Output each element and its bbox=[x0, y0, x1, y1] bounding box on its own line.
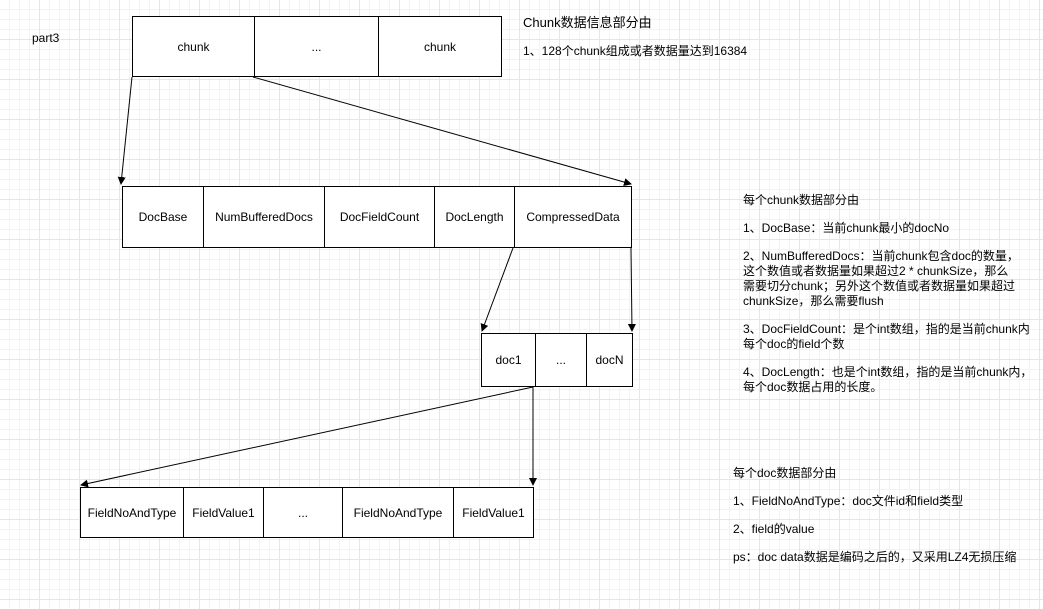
chunk-detail-item3-line: 3、DocFieldCount：是个int数组，指的是当前chunk内 bbox=[743, 322, 1030, 336]
field-row: FieldNoAndType FieldValue1 ... FieldNoAn… bbox=[80, 487, 534, 538]
doc-ellipsis-cell[interactable]: ... bbox=[535, 334, 586, 386]
doc-notes: 每个doc数据部分由 1、FieldNoAndType：doc文件id和fiel… bbox=[733, 466, 1016, 579]
chunk-detail-item3-line: 每个doc的field个数 bbox=[743, 337, 845, 351]
part-label: part3 bbox=[32, 31, 60, 45]
arrow-compressed-to-doc1 bbox=[480, 247, 514, 332]
doc-notes-item1: 1、FieldNoAndType：doc文件id和field类型 bbox=[733, 494, 964, 508]
chunk-detail-item2-line: 这个数值或者数据量如果超过2 * chunkSize，那么 bbox=[743, 264, 1009, 278]
chunk-detail-item1: 1、DocBase：当前chunk最小的docNo bbox=[743, 221, 950, 235]
doc1-cell[interactable]: doc1 bbox=[495, 353, 522, 367]
arrow-chunk-to-docbase bbox=[117, 76, 133, 185]
chunk-detail-item4-line: 4、DocLength：也是个int数组，指的是当前chunk内， bbox=[743, 365, 1033, 379]
fieldnoandtype-cell[interactable]: FieldNoAndType bbox=[342, 488, 453, 537]
chunk-row: chunk ... chunk bbox=[132, 16, 502, 77]
chunk-detail-title: 每个chunk数据部分由 bbox=[743, 193, 860, 207]
chunk-detail-row: DocBase NumBufferedDocs DocFieldCount Do… bbox=[122, 186, 632, 248]
chunk-detail-item4-line: 每个doc数据占用的长度。 bbox=[743, 380, 883, 394]
docn-cell[interactable]: docN bbox=[586, 334, 632, 386]
chunk-notes-title: Chunk数据信息部分由 bbox=[523, 15, 652, 30]
chunk-cell[interactable]: chunk bbox=[177, 39, 210, 54]
fieldvalue1-cell[interactable]: FieldValue1 bbox=[183, 488, 263, 537]
compresseddata-cell[interactable]: CompressedData bbox=[514, 187, 631, 247]
chunk-detail-item2-line: 需要切分chunk；另外这个数值或者数据量如果超过 bbox=[743, 279, 1016, 293]
chunk-detail-notes: 每个chunk数据部分由 1、DocBase：当前chunk最小的docNo 2… bbox=[743, 193, 1032, 395]
arrow-chunk-to-compresseddata bbox=[252, 76, 632, 186]
arrow-compressed-to-docn bbox=[627, 247, 636, 332]
docbase-cell[interactable]: DocBase bbox=[138, 210, 188, 224]
chunk-detail-item2-line: 2、NumBufferedDocs：当前chunk包含doc的数量， bbox=[743, 249, 1019, 263]
chunk-ellipsis-cell[interactable]: ... bbox=[254, 17, 378, 76]
chunk-cell[interactable]: chunk bbox=[378, 17, 501, 76]
chunk-notes: Chunk数据信息部分由 1、128个chunk组成或者数据量达到16384 bbox=[523, 15, 747, 73]
numbuffereddocs-cell[interactable]: NumBufferedDocs bbox=[203, 187, 324, 247]
field-ellipsis-cell[interactable]: ... bbox=[263, 488, 342, 537]
doc-notes-title: 每个doc数据部分由 bbox=[733, 466, 837, 480]
arrow-doc1-to-fieldstart bbox=[80, 386, 534, 488]
doc-notes-ps: ps：doc data数据是编码之后的，又采用LZ4无损压缩 bbox=[733, 550, 1017, 564]
docfieldcount-cell[interactable]: DocFieldCount bbox=[324, 187, 434, 247]
doc-row: doc1 ... docN bbox=[481, 333, 633, 387]
chunk-detail-item2-line: chunkSize，那么需要flush bbox=[743, 294, 884, 308]
chunk-notes-line1: 1、128个chunk组成或者数据量达到16384 bbox=[523, 44, 748, 58]
doclength-cell[interactable]: DocLength bbox=[434, 187, 514, 247]
fieldvalue1-cell[interactable]: FieldValue1 bbox=[453, 488, 533, 537]
doc-notes-item2: 2、field的value bbox=[733, 522, 815, 536]
fieldnoandtype-cell[interactable]: FieldNoAndType bbox=[87, 505, 177, 520]
